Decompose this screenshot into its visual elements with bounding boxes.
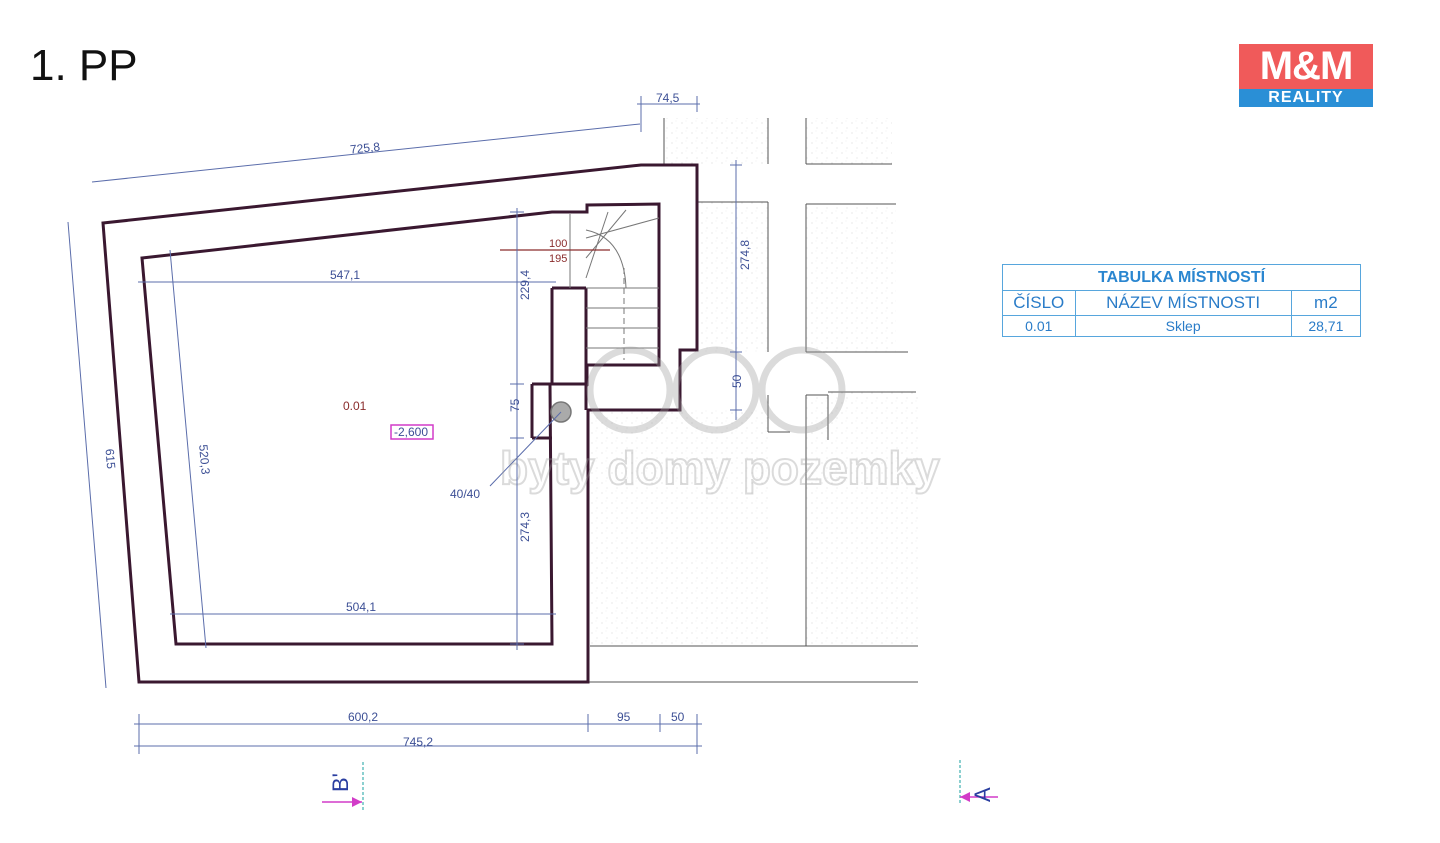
dim-bottom-a: 600,2 <box>348 710 378 724</box>
room-table-cell-number: 0.01 <box>1002 315 1076 337</box>
column-leader <box>489 411 562 487</box>
dimension-lines <box>67 96 742 754</box>
dim-right-mid: 75 <box>508 398 522 412</box>
room-level: -2,600 <box>394 425 428 439</box>
dim-ext-right-lower: 50 <box>730 374 744 388</box>
room-table-cell-area: 28,71 <box>1290 315 1362 337</box>
section-label-a: A <box>970 787 995 802</box>
dim-bottom-b: 95 <box>617 710 631 724</box>
dim-right-upper: 229,4 <box>518 270 532 300</box>
dim-right-lower: 274,3 <box>518 512 532 542</box>
adjacent-lines <box>588 118 918 683</box>
dim-left-inner: 520,3 <box>196 444 213 475</box>
dim-bottom-total: 745,2 <box>403 735 433 749</box>
room-level-box <box>390 424 434 440</box>
logo-top: M&M <box>1239 44 1373 89</box>
table-row: 0.01 Sklep 28,71 <box>1002 315 1362 337</box>
room-number: 0.01 <box>343 399 367 413</box>
section-label-b: B' <box>328 773 353 792</box>
dim-top-overall: 725,8 <box>349 140 381 157</box>
watermark: byty domy pozemky <box>499 346 941 495</box>
watermark-text: byty domy pozemky <box>500 442 940 494</box>
dim-bottom-c: 50 <box>671 710 685 724</box>
dim-left-outer: 615 <box>102 448 118 469</box>
dim-top-right: 74,5 <box>656 91 680 105</box>
logo-bottom: REALITY <box>1239 89 1373 107</box>
column-size: 40/40 <box>450 487 480 501</box>
stair-rise: 100 <box>549 238 567 250</box>
room-table-cell-name: Sklep <box>1074 315 1292 337</box>
dim-ext-right-upper: 274,8 <box>738 240 752 270</box>
adjacent-hatched-areas <box>590 118 918 646</box>
section-marker-b: B' <box>322 762 364 810</box>
dim-inner-bottom: 504,1 <box>346 600 376 614</box>
staircase <box>500 209 660 440</box>
inner-wall <box>140 202 661 646</box>
company-logo: M&M REALITY <box>1239 44 1373 107</box>
floor-title: 1. PP <box>30 41 138 90</box>
outer-wall <box>101 163 699 684</box>
stair-tread: 195 <box>549 253 567 265</box>
room-table: TABULKA MÍSTNOSTÍ ČÍSLO NÁZEV MÍSTNOSTI … <box>1002 264 1362 337</box>
section-marker-a: A <box>959 760 998 805</box>
room-table-header-number: ČÍSLO <box>1002 290 1076 316</box>
room-table-header-area: m2 <box>1290 290 1362 316</box>
room-table-caption: TABULKA MÍSTNOSTÍ <box>1002 264 1361 291</box>
dim-inner-top: 547,1 <box>330 268 360 282</box>
room-table-header-name: NÁZEV MÍSTNOSTI <box>1074 290 1292 316</box>
